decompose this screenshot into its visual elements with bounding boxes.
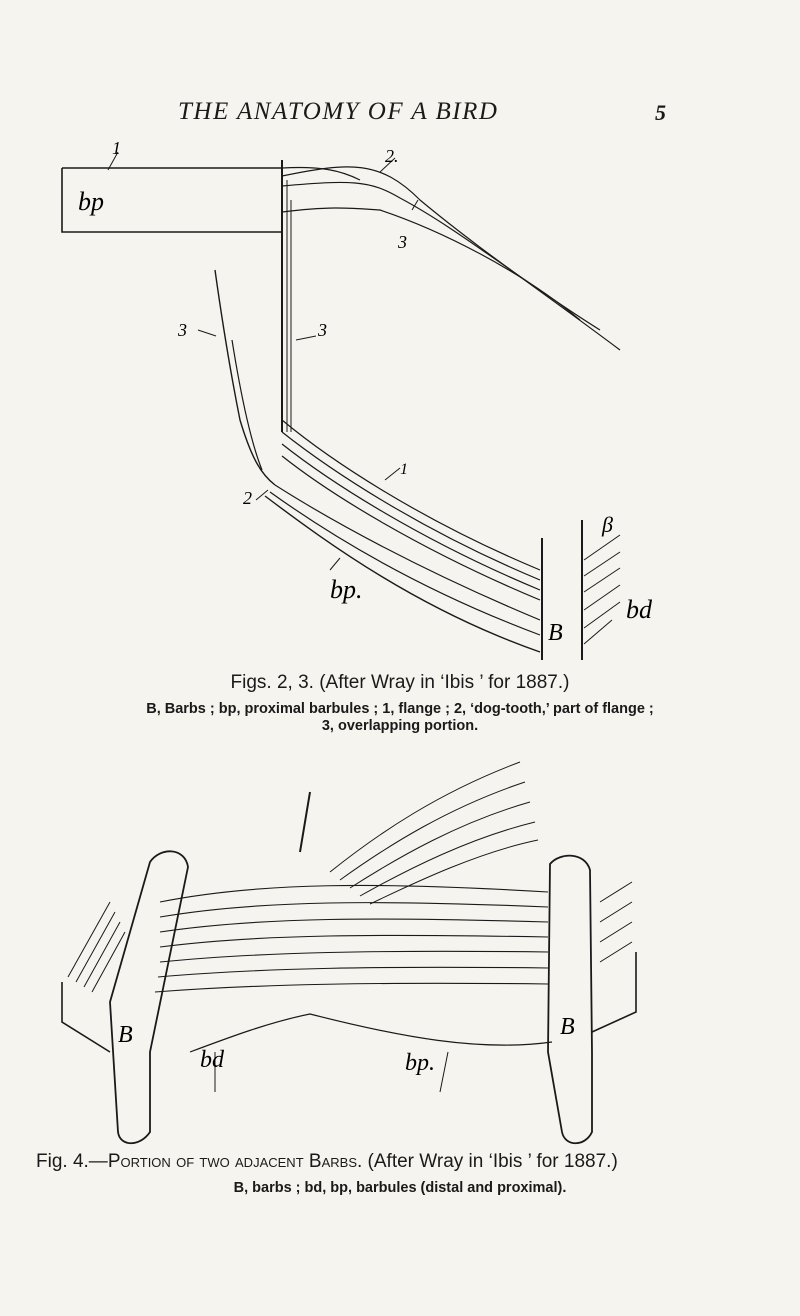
label-bp: bp. [405,1050,435,1076]
figure-1-legend-line1: B, Barbs ; bp, proximal barbules ; 1, fl… [146,701,654,717]
label-3-right: 3 [317,320,327,340]
barb-left [109,850,189,1145]
barbule-upper-2 [281,181,601,331]
figure-1-legend: B, Barbs ; bp, proximal barbules ; 1, fl… [0,701,800,735]
label-B: B [548,620,563,646]
figure-4-caption-title: Portion of two adjacent Barbs. [107,1151,363,1172]
barbule-upper-1 [281,166,621,351]
label-3-mid: 3 [397,232,407,252]
figure-4-legend: B, barbs ; bd, bp, barbules (distal and … [233,1180,567,1196]
label-1-mid: 1 [400,461,408,478]
label-bp-top: bp [78,187,104,216]
hook-left-outer [214,269,276,486]
label-bd: bd [626,595,653,624]
label-B-right: B [560,1014,575,1040]
bp-box [61,168,282,233]
figure-barbules-diagram: 1 2. bp 3 3 3 1 2 bp. B β bd [61,140,653,660]
label-bd: bd [200,1047,225,1073]
figure-1-caption: Figs. 2, 3. (After Wray in ‘Ibis ’ for 1… [230,672,570,693]
figure-4-caption: Fig. 4.—Portion of two adjacent Barbs. (… [36,1151,796,1173]
barbule-diag-1 [281,419,541,571]
figure-4-caption-prefix: Fig. 4.— [36,1151,108,1172]
label-B-left: B [118,1022,133,1048]
page-header: THE ANATOMY OF A BIRD 5 [0,98,800,132]
barbule-upper-3 [281,207,581,321]
label-2-left: 2 [243,488,252,508]
figure-4-caption-suffix: (After Wray in ‘Ibis ’ for 1887.) [362,1151,618,1172]
figure-1-legend-line2: 3, overlapping portion. [321,718,479,734]
label-bp-lower: bp. [330,575,363,604]
figure-adjacent-barbs: B B bd bp. [61,761,637,1145]
barb-right [547,854,593,1145]
label-1-top: 1 [112,140,121,158]
label-beta: β [601,512,613,537]
running-title: THE ANATOMY OF A BIRD [178,98,499,125]
label-2-top: 2. [385,146,399,166]
label-3-left: 3 [177,320,187,340]
page-number: 5 [655,100,666,125]
